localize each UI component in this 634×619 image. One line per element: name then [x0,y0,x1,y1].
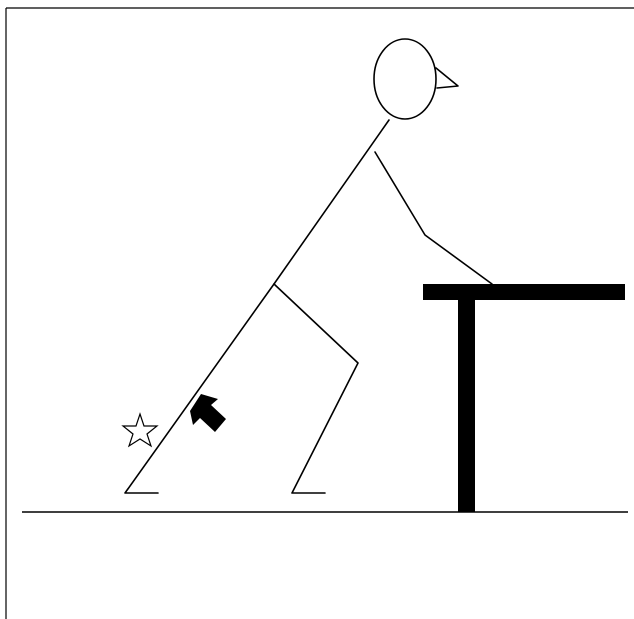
table-top [423,284,625,300]
person-arm [374,151,493,285]
person-front-leg [273,283,359,494]
arrow-shape [190,394,226,432]
table [423,284,625,512]
person-nose [435,67,459,89]
arrow-up-left-icon [190,394,226,432]
person-figure [124,38,493,494]
person-torso [273,119,390,285]
person-back-leg [124,283,275,494]
table-leg [458,298,475,512]
star-outline-icon [121,412,159,448]
frame-border [5,7,634,619]
person-head [373,38,437,120]
star-shape [121,412,159,448]
